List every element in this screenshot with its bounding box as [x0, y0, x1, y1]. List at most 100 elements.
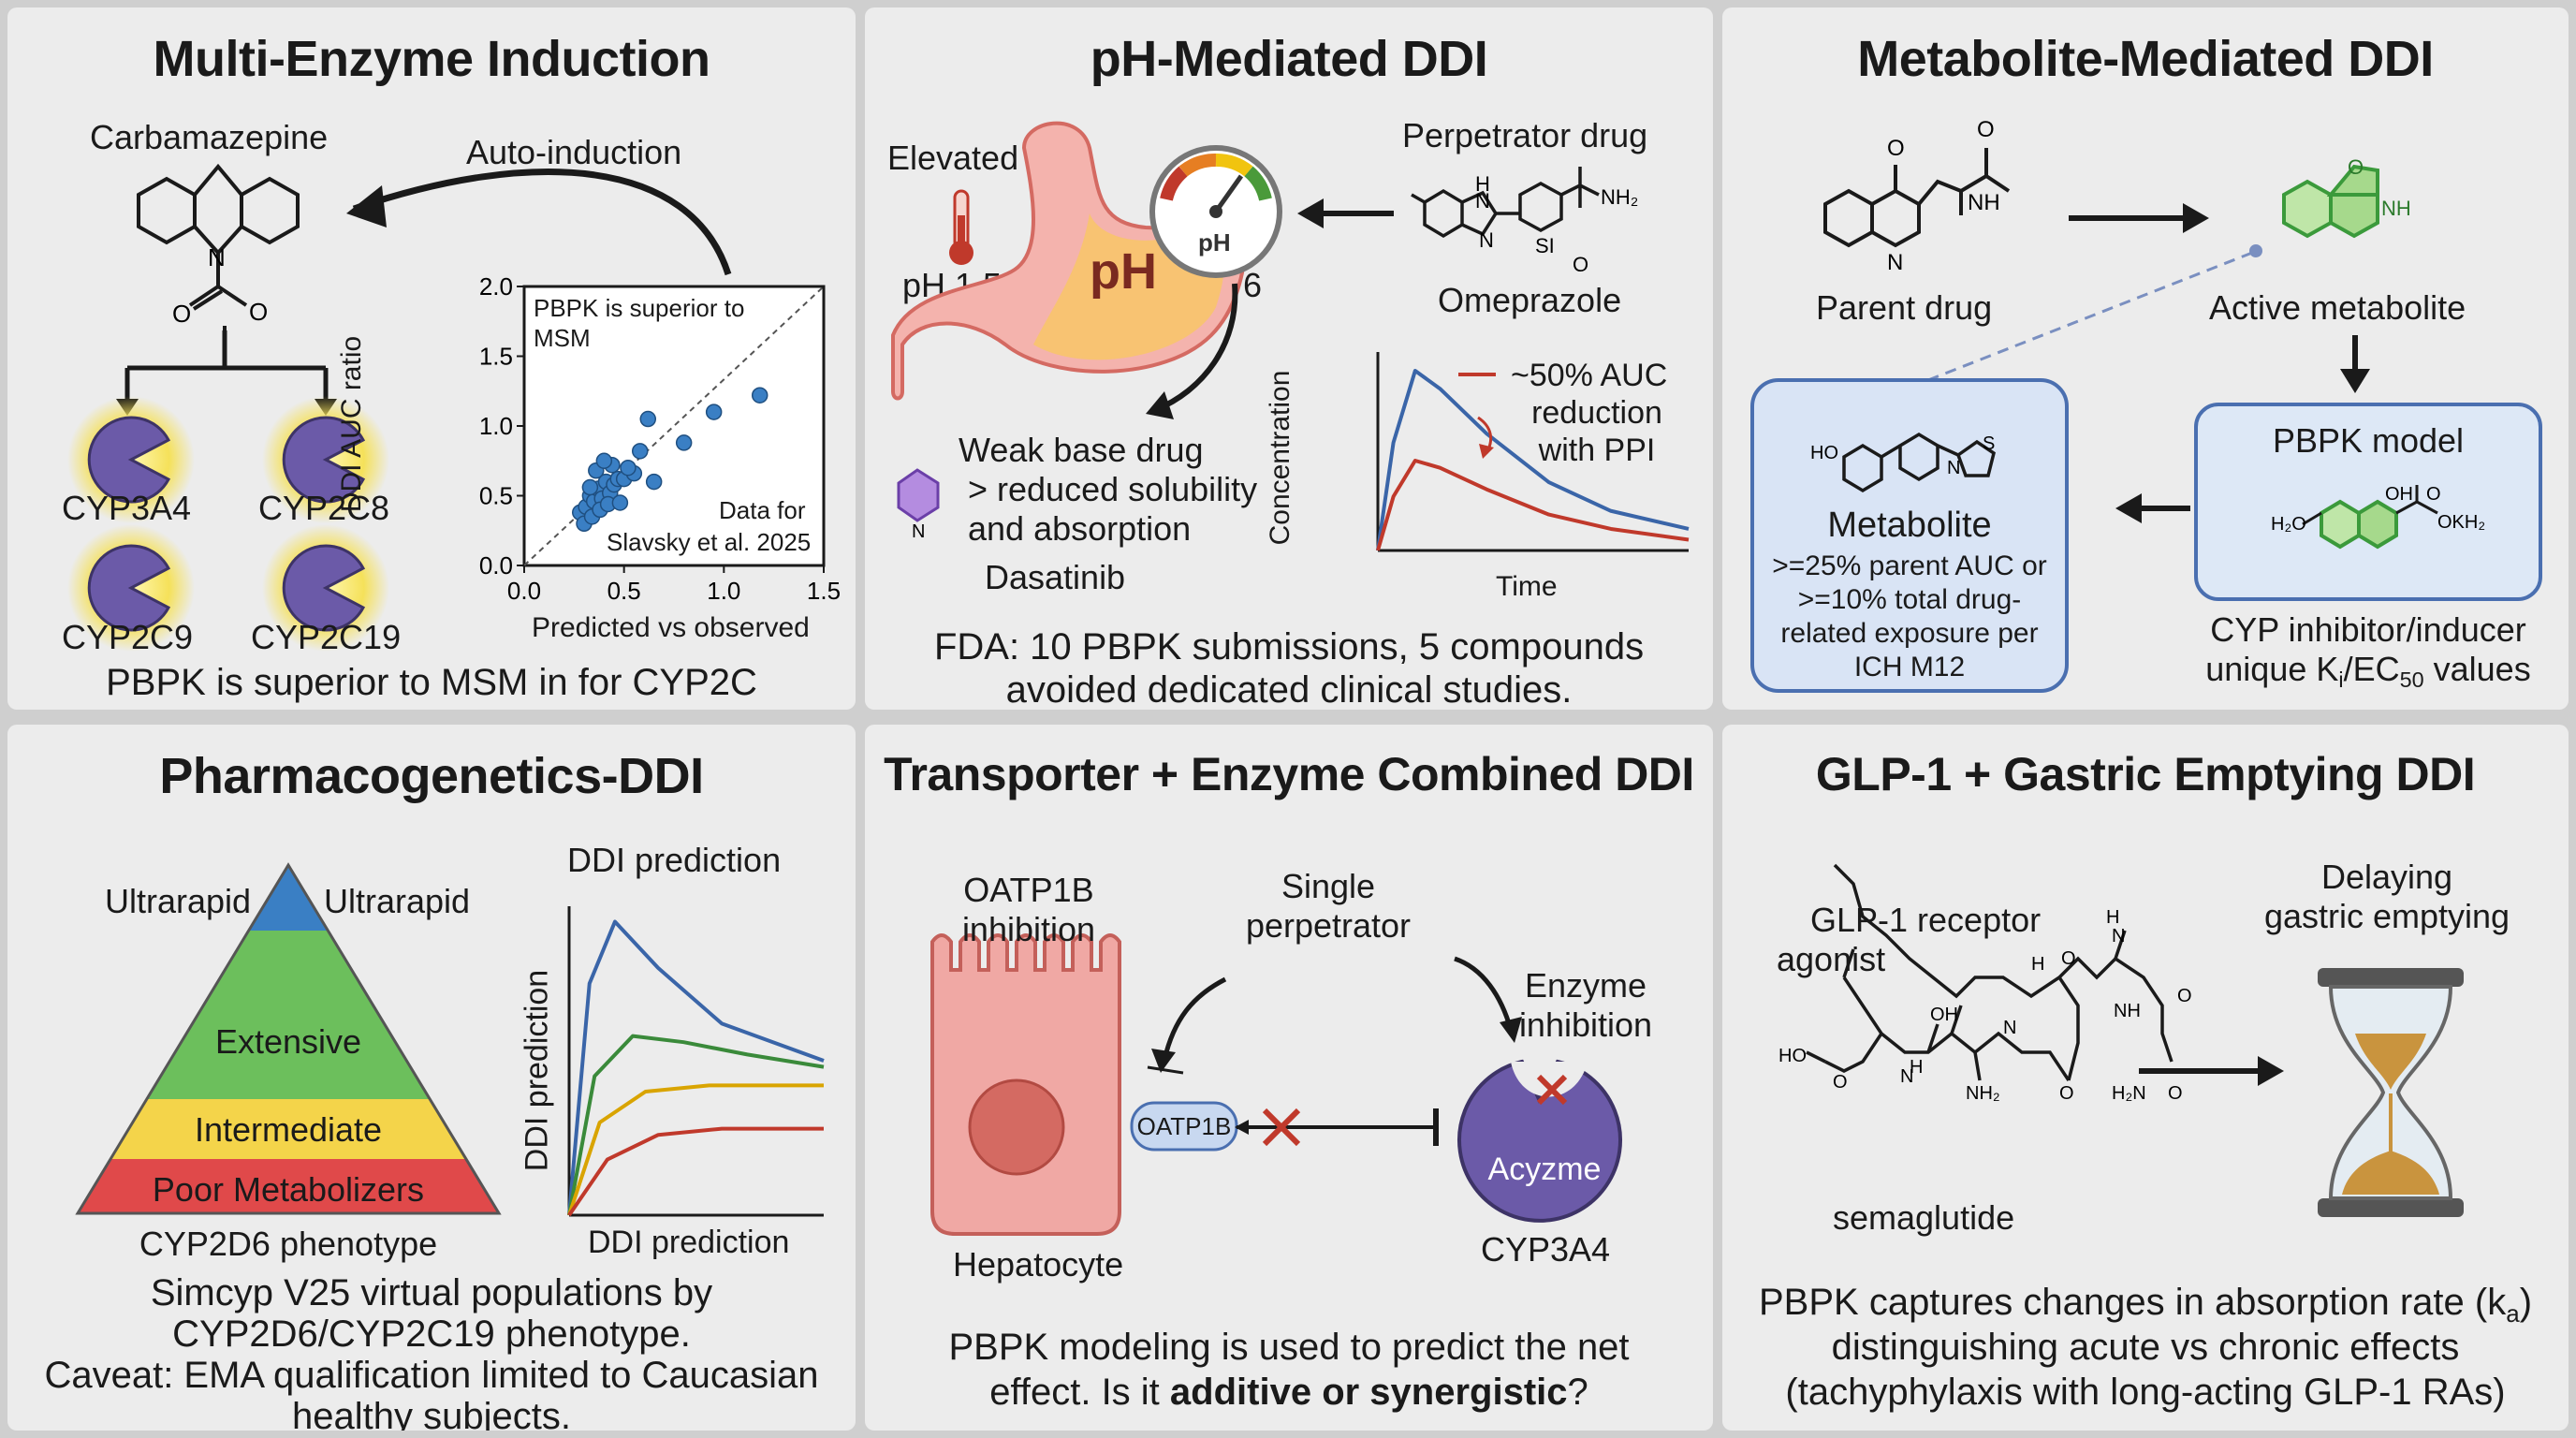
dasatinib-ring-icon: N: [897, 468, 940, 542]
conc-x-label: Time: [1496, 571, 1558, 602]
plot-source-1: Data for: [719, 496, 806, 524]
transporter-label: OATP1B: [1136, 1112, 1232, 1140]
oatp-inhibition-2: inhibition: [961, 910, 1096, 948]
caption-text: effect. Is it: [989, 1372, 1170, 1413]
svg-text:S: S: [1983, 433, 1995, 454]
x-tick-label: 1.5: [807, 577, 841, 605]
y-axis-label: DDI AUC ratio: [336, 335, 367, 513]
auc-legend-3: with PPI: [1538, 433, 1656, 468]
caption-end: ?: [1567, 1372, 1588, 1413]
glp1-label-1: GLP-1 receptor: [1810, 901, 2042, 939]
elevated-label: Elevated: [887, 139, 1019, 177]
carbamazepine-structure: N O O: [67, 163, 732, 652]
panel-title: Pharmacogenetics-DDI: [159, 748, 704, 804]
semaglutide-diagram: HO O N H OH N NH₂ H O H N O NH H₂N O O: [1778, 863, 2464, 1217]
x-tick-label: 1.0: [707, 577, 740, 605]
weak-base-3: and absorption: [968, 509, 1192, 548]
svg-text:O: O: [1977, 117, 1995, 142]
svg-text:O: O: [2426, 484, 2441, 505]
panel-caption-2: avoided dedicated clinical studies.: [1005, 669, 1573, 710]
panel-caption-3: (tachyphylaxis with long-acting GLP-1 RA…: [1785, 1372, 2506, 1413]
panel-caption-2: effect. Is it additive or synergistic?: [865, 1371, 1713, 1414]
metabolite-criteria-4: ICH M12: [1853, 652, 1966, 682]
data-point: [595, 452, 613, 469]
data-point: [639, 410, 657, 428]
acyzme-label: Acyzme: [1487, 1152, 1602, 1187]
level-intermediate: Intermediate: [194, 1110, 383, 1149]
identity-line: [523, 286, 825, 566]
svg-text:H₂N: H₂N: [2112, 1083, 2146, 1104]
metabolite-heading: Metabolite: [1827, 506, 1992, 545]
data-point: [620, 459, 637, 477]
active-metabolite-structure: [2282, 164, 2379, 239]
enzyme-label: CYP2C8: [258, 489, 390, 527]
svg-text:N: N: [2112, 926, 2125, 946]
panel-caption-2: distinguishing acute vs chronic effects: [1831, 1327, 2460, 1368]
cyp-k: unique K: [2205, 650, 2339, 688]
data-point: [611, 494, 629, 511]
svg-text:O: O: [2177, 986, 2192, 1006]
level-poor: Poor Metabolizers: [152, 1170, 425, 1209]
svg-text:NH₂: NH₂: [1966, 1083, 2000, 1104]
red-cross-icon: [1536, 1074, 1568, 1106]
metabolite-diagram: O O NH N O NH: [1750, 117, 2542, 693]
svg-text:HO: HO: [1810, 443, 1838, 463]
active-metabolite-label: Active metabolite: [2209, 288, 2466, 327]
enzyme-cyp3a4-icon: [67, 396, 195, 523]
series-line: [1376, 369, 1690, 551]
level-ultrarapid-left: Ultrarapid: [105, 882, 252, 920]
caption-ka-sub: a: [2506, 1299, 2520, 1328]
enzyme-inhibition-1: Enzyme: [1524, 966, 1647, 1005]
delay-label-2: gastric emptying: [2263, 897, 2510, 935]
panel-title: Transporter + Enzyme Combined DDI: [884, 748, 1694, 800]
oatp-inhibition-1: OATP1B: [963, 871, 1094, 909]
svg-text:O: O: [2061, 948, 2076, 969]
x-axis-label: Predicted vs observed: [532, 612, 810, 643]
svg-text:OH: OH: [2385, 484, 2413, 505]
panel-multi-enzyme-induction: Multi-Enzyme Induction Carbamazepine Aut…: [7, 7, 856, 710]
series-line: [567, 1126, 824, 1217]
y-tick-label: 0.5: [479, 482, 513, 510]
svg-text:N: N: [208, 243, 226, 271]
auc-legend-2: reduction: [1531, 395, 1662, 431]
hepatocyte-diagram: [930, 933, 1622, 1236]
enzyme-label: CYP2C9: [62, 618, 194, 656]
dasatinib-label: Dasatinib: [985, 558, 1126, 596]
y-tick-label: 1.5: [479, 343, 513, 371]
delay-label-1: Delaying: [2320, 858, 2453, 896]
data-point: [631, 443, 649, 460]
svg-text:H₂O: H₂O: [2271, 514, 2306, 535]
hourglass-icon: [2318, 968, 2464, 1217]
semaglutide-structure: [1806, 863, 2174, 1081]
weak-base-2: > reduced solubility: [968, 470, 1258, 508]
y-tick-label: 1.0: [479, 412, 513, 440]
enzyme-label: CYP3A4: [62, 489, 192, 527]
cyp-values: values: [2423, 650, 2531, 688]
panel-title: GLP-1 + Gastric Emptying DDI: [1815, 748, 2476, 800]
x-tick-label: 0.0: [507, 577, 541, 605]
auc-legend-1: ~50% AUC: [1511, 358, 1668, 393]
svg-text:O: O: [1833, 1072, 1848, 1093]
svg-text:NH₂: NH₂: [1601, 185, 1638, 209]
svg-text:O: O: [172, 300, 191, 328]
y-tick-label: 2.0: [479, 272, 513, 301]
svg-text:N: N: [912, 521, 925, 542]
panel-caption-1: PBPK captures changes in absorption rate…: [1722, 1281, 2569, 1335]
caption-end: ): [2519, 1282, 2533, 1323]
cyp-ec: /EC: [2343, 650, 2400, 688]
drug-name-carbamazepine: Carbamazepine: [90, 118, 329, 156]
cyp-k-sub: i: [2338, 668, 2344, 693]
svg-text:O: O: [2168, 1083, 2183, 1104]
data-point: [581, 478, 599, 496]
panel-title: Metabolite-Mediated DDI: [1857, 31, 2434, 87]
pbpk-model-label: PBPK model: [2272, 421, 2465, 460]
pheno-label: CYP2D6 phenotype: [139, 1225, 438, 1263]
svg-text:N: N: [1479, 228, 1494, 252]
svg-text:H: H: [1475, 172, 1490, 196]
enzyme-inhibition-2: inhibition: [1518, 1005, 1653, 1044]
phenotype-pyramid: [75, 862, 825, 1217]
glp1-label-2: agonist: [1777, 940, 1886, 978]
svg-text:O: O: [2348, 155, 2364, 179]
cyp-ec-sub: 50: [2399, 668, 2424, 693]
